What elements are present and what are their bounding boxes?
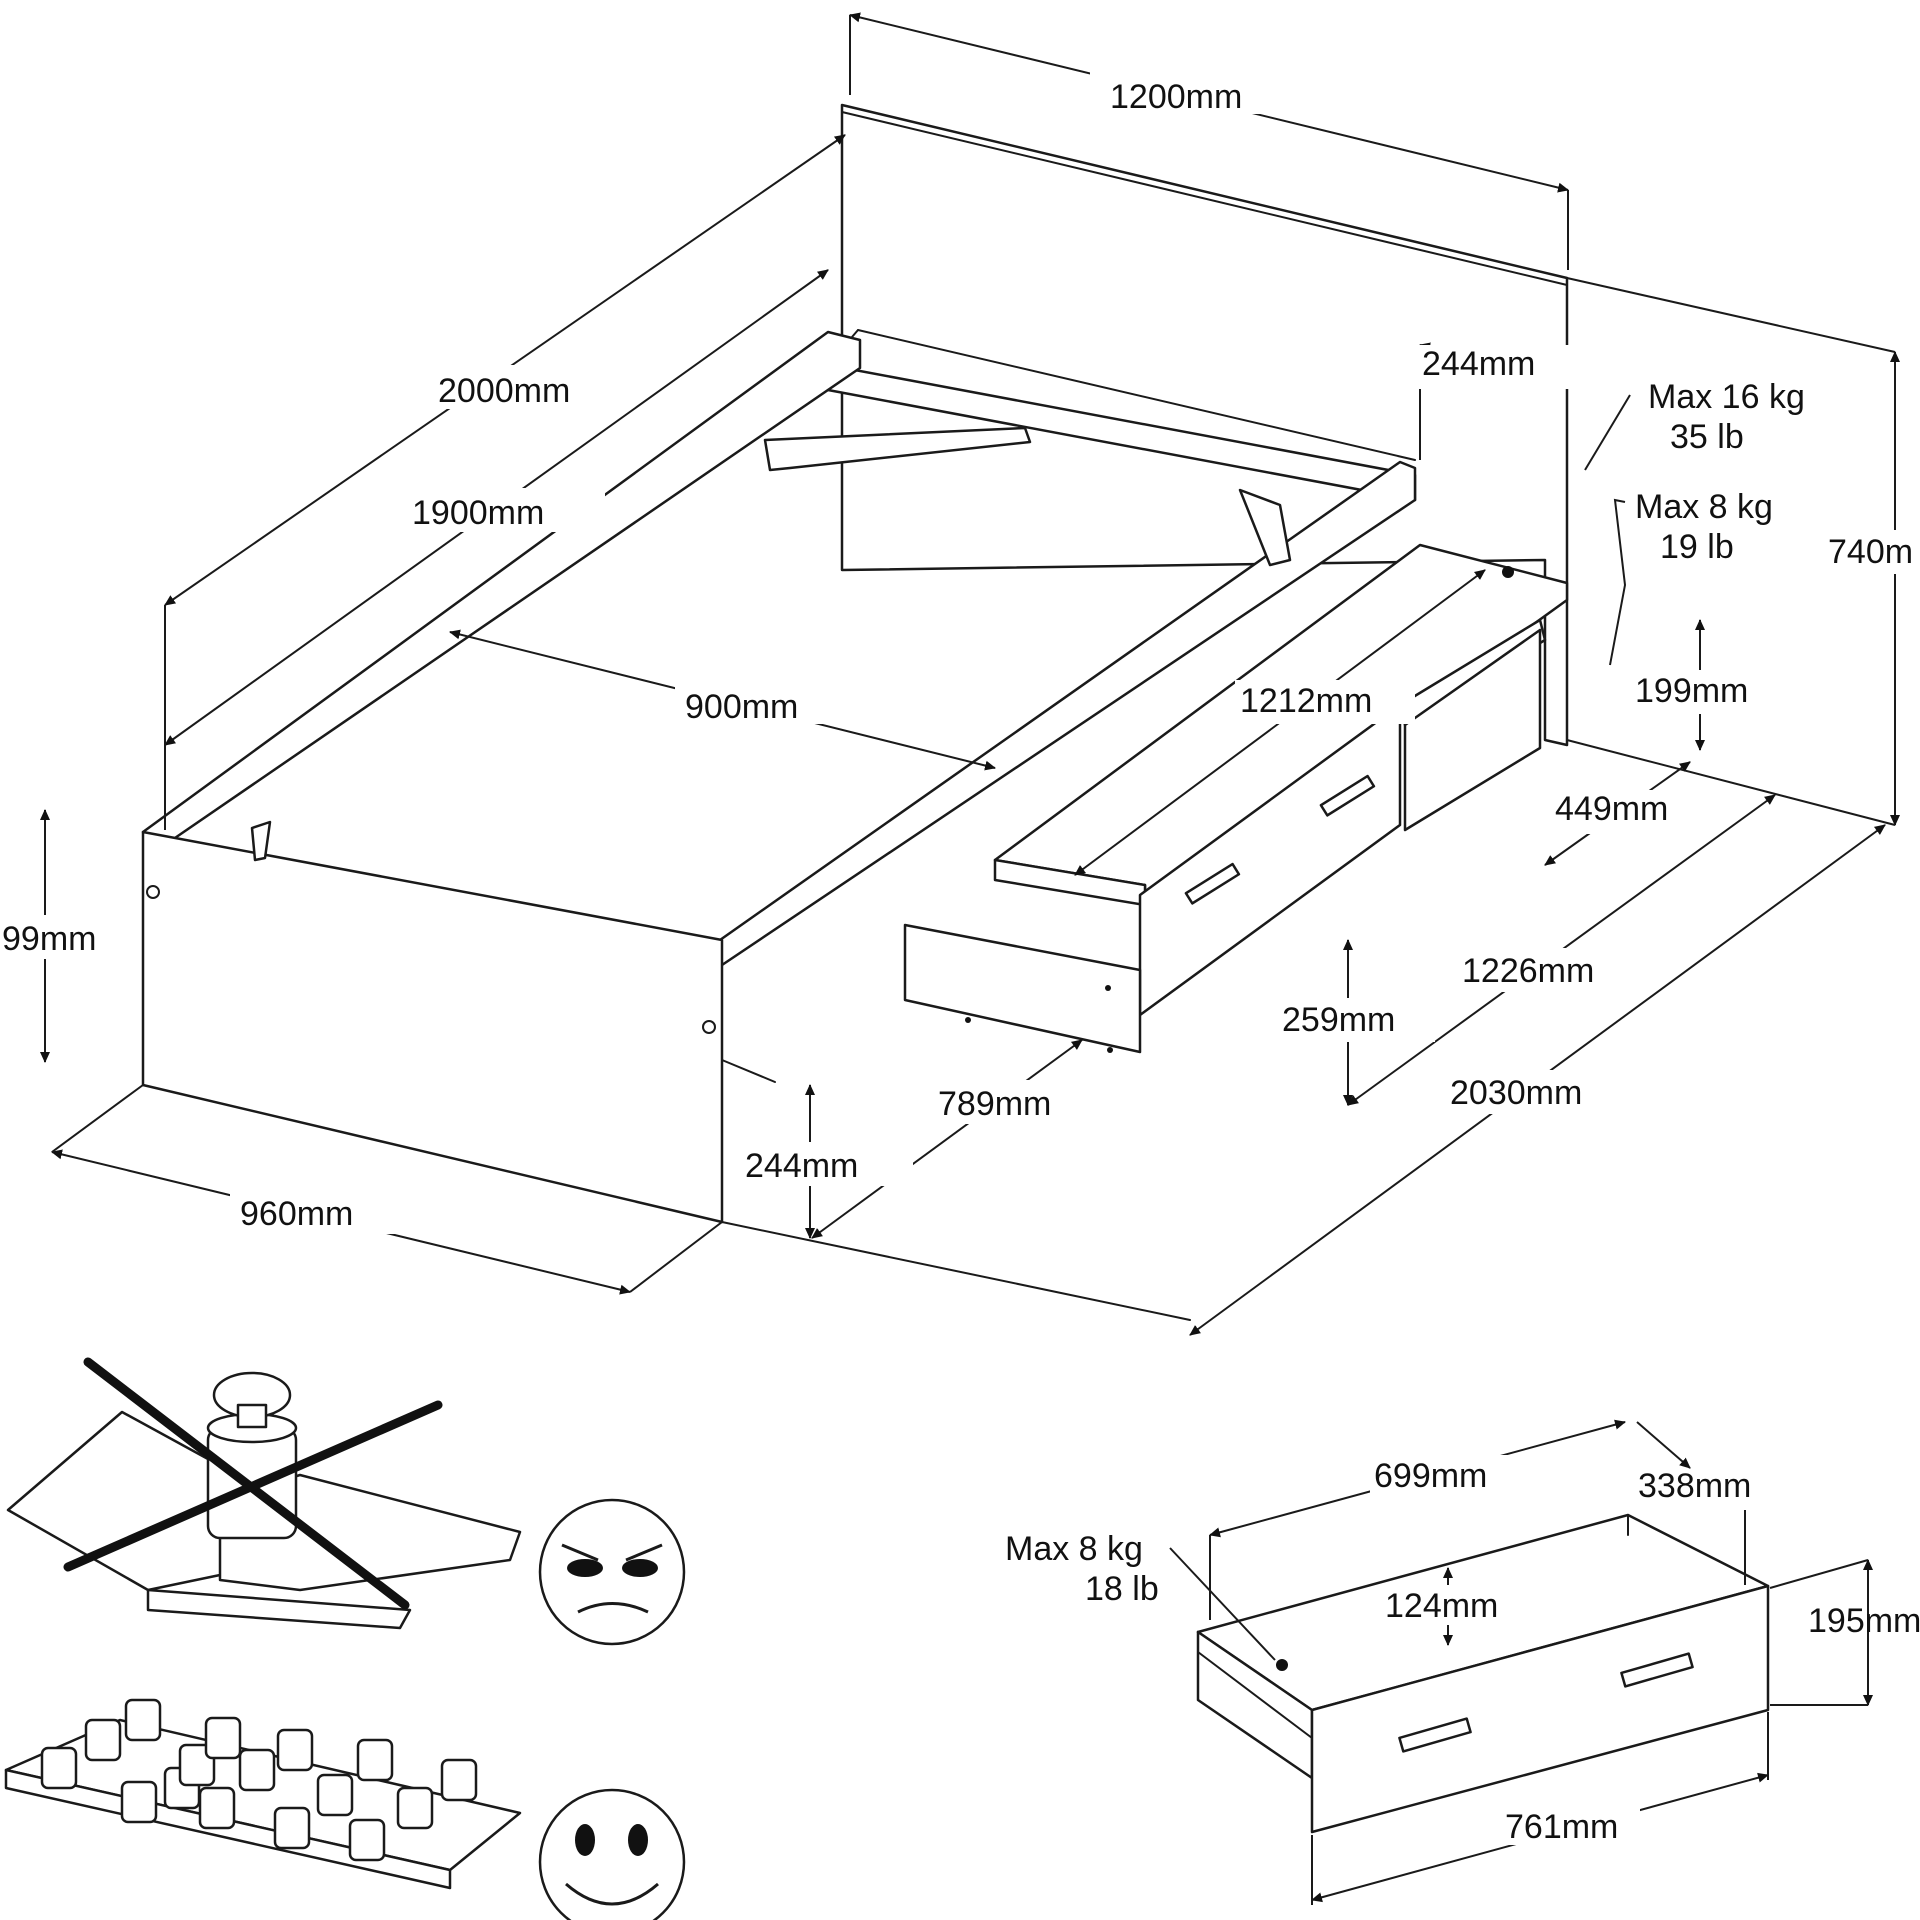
label-headboard-width: 1200mm [1110,78,1242,116]
label-inner-width: 900mm [685,688,798,726]
label-total-length: 2000mm [438,372,570,410]
label-drawer-load-lb: 18 lb [1085,1570,1159,1608]
distributed-weights-icon [4,1698,522,1890]
label-shelf-gap: 199mm [1635,672,1748,710]
label-base-width: 960mm [240,1195,353,1233]
drawer-unit-side [903,923,1142,1054]
label-shelf-height: 244mm [1422,345,1535,383]
support-leg-front [250,820,272,862]
dimension-labels: 1200mm 2000mm 1900mm 900mm 99mm 960mm 24… [0,70,1920,1846]
label-lower-shelf-kg: Max 8 kg [1635,488,1773,526]
angry-face-icon [538,1498,686,1646]
label-drawer-unit-depth: 789mm [938,1085,1051,1123]
label-drawer-load-kg: Max 8 kg [1005,1530,1143,1568]
label-drawer-unit-length: 1212mm [1240,682,1372,720]
footboard [141,830,724,1224]
label-unit-length: 1226mm [1462,952,1594,990]
happy-face-icon [538,1788,686,1920]
label-inner-length: 1900mm [412,494,544,532]
support-leg [1238,488,1292,567]
label-leg-clearance: 244mm [745,1147,858,1185]
label-top-shelf-lb: 35 lb [1670,418,1744,456]
label-overall-length: 2030mm [1450,1074,1582,1112]
label-top-shelf-kg: Max 16 kg [1648,378,1805,416]
label-lower-shelf-lb: 19 lb [1660,528,1734,566]
label-side-height: 99mm [2,920,96,958]
crossed-out-concentrated-weight-icon [6,1357,522,1630]
label-drawer-inner-height: 124mm [1385,1587,1498,1625]
label-drawer-length: 699mm [1374,1457,1487,1495]
label-drawer-depth: 338mm [1638,1467,1751,1505]
label-overall-height: 740m [1828,533,1913,571]
label-shelf-depth: 449mm [1555,790,1668,828]
label-drawer-front-height: 195mm [1808,1602,1920,1640]
label-drawer-height: 259mm [1282,1001,1395,1039]
label-drawer-front-width: 761mm [1505,1808,1618,1846]
